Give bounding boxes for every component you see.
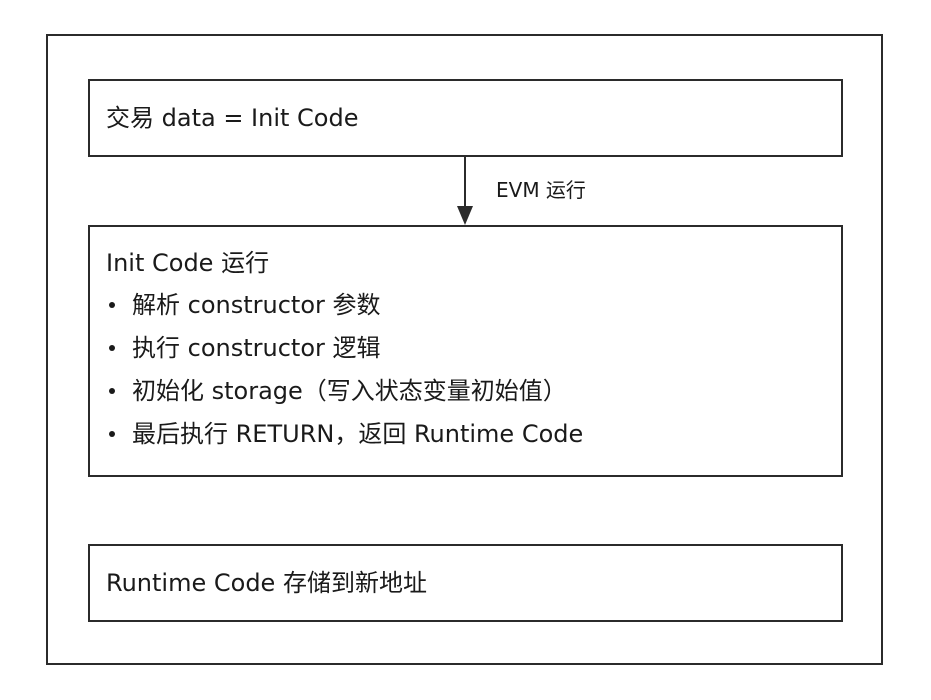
list-item-text: 解析 constructor 参数 bbox=[132, 290, 381, 319]
bullet-icon bbox=[109, 301, 115, 308]
init-code-label: 交易 data = Init Code bbox=[106, 104, 359, 132]
list-item-text: 执行 constructor 逻辑 bbox=[132, 333, 381, 362]
step-list: 解析 constructor 参数 执行 constructor 逻辑 初始化 … bbox=[106, 283, 841, 455]
runtime-code-box: Runtime Code 存储到新地址 bbox=[88, 544, 843, 622]
arrow-label: EVM 运行 bbox=[496, 178, 586, 202]
list-item: 执行 constructor 逻辑 bbox=[106, 326, 841, 369]
bullet-icon bbox=[109, 430, 115, 437]
bullet-icon bbox=[109, 387, 115, 394]
list-item-text: 最后执行 RETURN，返回 Runtime Code bbox=[132, 419, 584, 448]
down-arrow-icon bbox=[457, 156, 473, 225]
init-code-run-title: Init Code 运行 bbox=[106, 249, 270, 277]
list-item: 解析 constructor 参数 bbox=[106, 283, 841, 326]
outer-frame bbox=[46, 34, 883, 665]
list-item: 初始化 storage（写入状态变量初始值） bbox=[106, 369, 841, 412]
list-item: 最后执行 RETURN，返回 Runtime Code bbox=[106, 412, 841, 455]
runtime-code-label: Runtime Code 存储到新地址 bbox=[106, 569, 427, 597]
list-item-text: 初始化 storage（写入状态变量初始值） bbox=[132, 376, 567, 405]
init-code-run-box: Init Code 运行 解析 constructor 参数 执行 constr… bbox=[88, 225, 843, 477]
bullet-icon bbox=[109, 344, 115, 351]
init-code-box: 交易 data = Init Code bbox=[88, 79, 843, 157]
